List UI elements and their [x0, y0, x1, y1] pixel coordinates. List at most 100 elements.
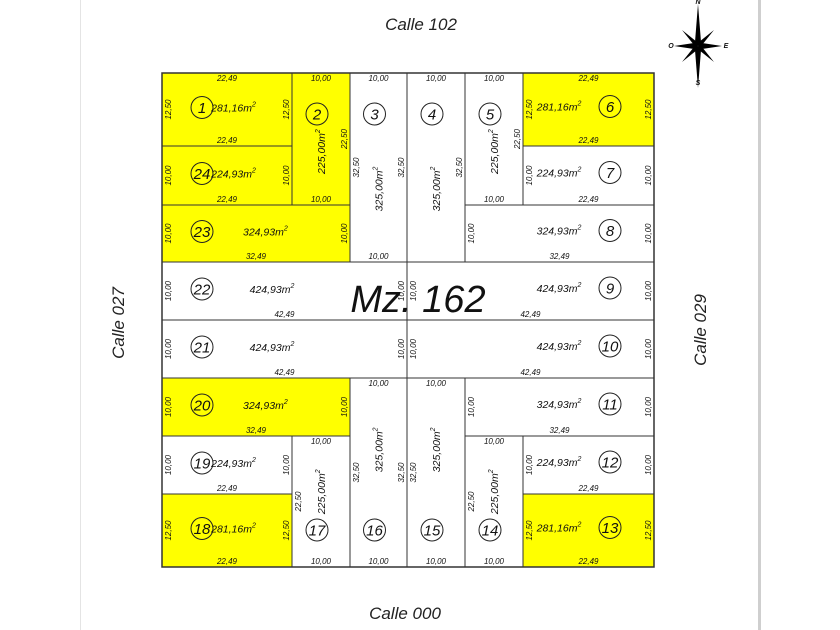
area-superscript: 2 [488, 469, 495, 474]
lot-dim-right: 10,00 [644, 396, 653, 417]
lot-number-circle [190, 277, 214, 301]
lot-dim-right: 10,00 [340, 396, 349, 417]
lot-dim-right: 10,00 [397, 280, 406, 301]
lot-parcel[interactable] [161, 72, 293, 147]
lot-number: 10 [602, 339, 619, 356]
lot-dim-right: 32,50 [397, 157, 406, 178]
lot-parcel[interactable] [161, 204, 351, 263]
lot-parcel[interactable] [464, 204, 655, 263]
lot-number-circle [598, 95, 622, 118]
lot-parcel[interactable] [291, 72, 351, 206]
area-superscript: 2 [576, 456, 581, 463]
lot-area: 281,16m2 [210, 523, 256, 536]
lot-dim-right: 12,50 [644, 99, 653, 120]
area-superscript: 2 [576, 340, 581, 347]
lot-dim-right: 12,50 [644, 520, 653, 541]
area-superscript: 2 [251, 457, 256, 464]
lot-parcel[interactable] [464, 377, 655, 437]
lot-dim-right: 22,50 [513, 128, 522, 150]
lot-dim-bottom: 32,49 [549, 426, 570, 435]
lot-parcel[interactable] [522, 72, 655, 147]
lot-number-circle [190, 517, 214, 540]
lot-number: 14 [482, 523, 499, 540]
lot-number-circle [598, 219, 622, 242]
lot-area: 225,00m2 [488, 129, 501, 175]
lot-dim-bottom: 22,49 [577, 484, 599, 493]
lot-area: 324,93m2 [243, 226, 288, 239]
lot-number-circle [190, 451, 214, 475]
lot-parcel[interactable] [291, 435, 351, 568]
lot-parcel[interactable] [161, 319, 408, 379]
lot-dim-right: 10,00 [282, 454, 291, 475]
lot-area: 281,16m2 [536, 101, 582, 114]
lot-area: 225,00m2 [315, 129, 328, 175]
lot-number: 18 [194, 521, 211, 538]
lot-area: 224,93m2 [210, 168, 256, 181]
area-superscript: 2 [576, 167, 581, 174]
lot-dim-right: 12,50 [282, 520, 291, 541]
compass-east: E [724, 43, 729, 50]
lot-number-circle [598, 516, 622, 539]
lot-dim-left: 10,00 [164, 165, 173, 186]
lot-parcel[interactable] [406, 261, 655, 321]
lot-number: 3 [370, 107, 379, 124]
lot-dim-right: 10,00 [644, 454, 653, 475]
lot-parcel[interactable] [349, 377, 408, 568]
compass-rose-icon: N O E S [668, 0, 729, 88]
lot-dim-right: 10,00 [644, 165, 653, 186]
area-superscript: 2 [576, 225, 581, 232]
lot-parcel[interactable] [464, 435, 524, 568]
lot-dim-bottom: 32,49 [246, 252, 267, 261]
lot-dim-right: 22,50 [340, 128, 349, 150]
area-superscript: 2 [373, 166, 380, 171]
lot-number: 17 [309, 523, 326, 540]
lot-parcel[interactable] [464, 72, 524, 206]
lot-area: 424,93m2 [250, 341, 295, 354]
lot-parcel[interactable] [161, 493, 293, 568]
lot-number: 4 [428, 107, 436, 124]
lot-dim-bottom: 42,49 [520, 310, 541, 319]
lot-number: 9 [606, 281, 615, 298]
lot-dim-left: 10,00 [467, 396, 476, 417]
area-superscript: 2 [430, 427, 437, 432]
lot-parcel[interactable] [161, 435, 293, 495]
lot-parcel[interactable] [522, 145, 655, 206]
lot-parcel[interactable] [161, 377, 351, 437]
lot-parcel[interactable] [161, 145, 293, 206]
lot-area: 325,00m2 [430, 166, 443, 211]
lot-number-circle [305, 518, 329, 542]
lot-number: 13 [602, 520, 619, 537]
lot-parcel[interactable] [406, 319, 655, 379]
lot-parcel[interactable] [406, 377, 466, 568]
lot-number: 20 [193, 398, 211, 415]
lot-dim-bottom: 10,00 [368, 252, 389, 261]
lot-area: 325,00m2 [373, 427, 386, 472]
lot-parcel[interactable] [406, 72, 466, 263]
block-label: Mz. 162 [350, 279, 485, 321]
